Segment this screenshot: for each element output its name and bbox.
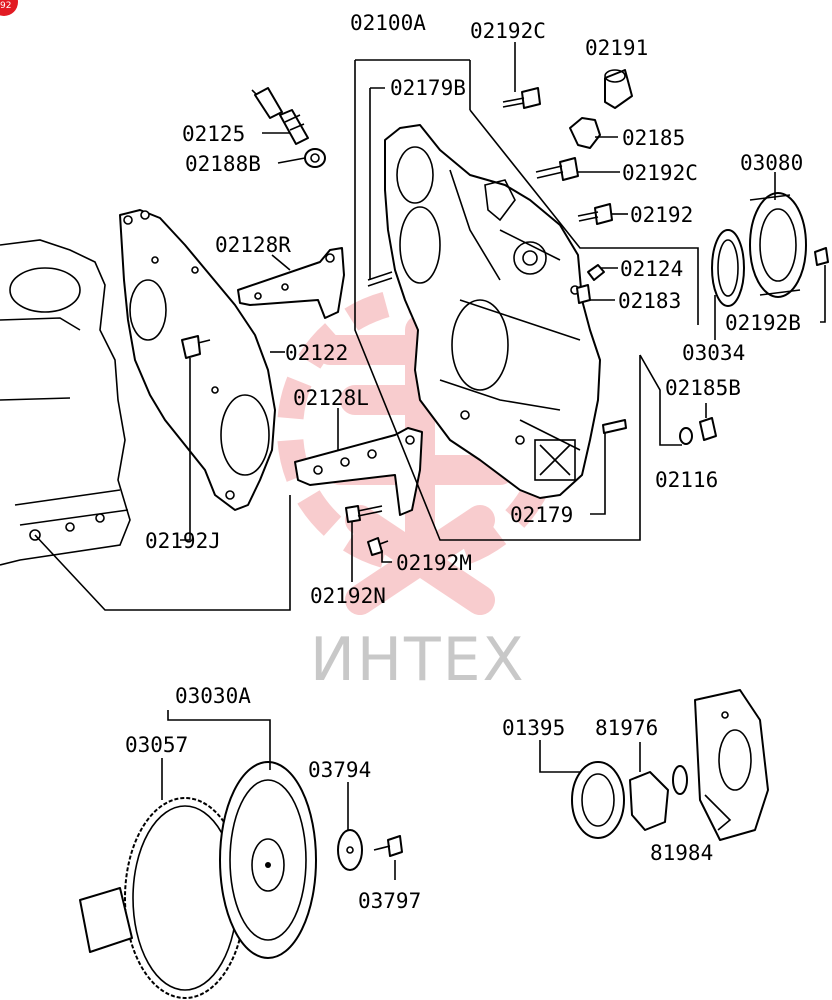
label-02192B: 02192B	[725, 311, 801, 335]
label-02128L: 02128L	[293, 386, 369, 410]
leader-lines	[34, 42, 826, 880]
label-02185: 02185	[622, 126, 685, 150]
label-02179B: 02179B	[390, 76, 466, 100]
label-02122: 02122	[285, 341, 348, 365]
bearing-01395	[571, 761, 625, 839]
label-03797: 03797	[358, 889, 421, 913]
bolt-02192J	[181, 335, 211, 359]
label-02192: 02192	[630, 203, 693, 227]
label-02185B: 02185B	[665, 376, 741, 400]
bolt-02192B	[814, 247, 829, 266]
corner-badge: 92	[0, 0, 18, 16]
flywheel-03030A	[219, 761, 317, 959]
bracket-02128R	[237, 247, 345, 319]
bushing-81976	[629, 771, 669, 831]
bolt-03797	[373, 835, 403, 857]
label-02192M: 02192M	[396, 551, 472, 575]
front-plate-02122	[119, 209, 276, 511]
label-03034: 03034	[682, 341, 745, 365]
plug-02191	[604, 69, 633, 109]
label-02116: 02116	[655, 468, 718, 492]
label-03794: 03794	[308, 758, 371, 782]
washer-02116	[679, 427, 693, 445]
cap-02185	[569, 117, 601, 149]
label-02191: 02191	[585, 36, 648, 60]
label-02179: 02179	[510, 503, 573, 527]
engine-block	[0, 239, 131, 566]
bolt-02192	[577, 203, 613, 225]
stud-02179	[602, 419, 627, 434]
bolt-02192C-top	[502, 87, 541, 109]
label-02125: 02125	[182, 122, 245, 146]
label-01395: 01395	[502, 716, 565, 740]
corner-badge-text: 92	[0, 1, 11, 11]
label-02183: 02183	[618, 289, 681, 313]
label-02188B: 02188B	[185, 152, 261, 176]
ring-81984	[672, 765, 688, 795]
sensor-02125	[251, 87, 309, 145]
stud-02179B	[367, 271, 393, 287]
label-02124: 02124	[620, 257, 683, 281]
label-03057: 03057	[125, 733, 188, 757]
label-03080: 03080	[740, 151, 803, 175]
plug-02185B	[699, 417, 717, 441]
label-02192C-mid: 02192C	[622, 161, 698, 185]
label-02192N: 02192N	[310, 584, 386, 608]
part-labels: 02100A 02192C 02191 02179B 02125 02188B …	[125, 11, 803, 913]
label-02100A: 02100A	[350, 11, 426, 35]
washer-02188B	[304, 148, 326, 168]
bolt-02192C-mid	[535, 157, 579, 181]
bracket-02128L	[294, 427, 423, 516]
label-02128R: 02128R	[215, 233, 291, 257]
label-81976: 81976	[595, 716, 658, 740]
label-81984: 81984	[650, 841, 713, 865]
bolt-02192N	[345, 505, 383, 523]
plug-02183	[576, 284, 591, 304]
housing-cover	[694, 689, 769, 841]
housing-02100A	[384, 124, 601, 499]
plate-03794	[337, 829, 363, 871]
seal-03080	[749, 192, 807, 298]
crankshaft	[79, 887, 133, 953]
label-02192J: 02192J	[145, 529, 221, 553]
label-02192C-top: 02192C	[470, 19, 546, 43]
label-03030A: 03030A	[175, 684, 251, 708]
ring-03034	[711, 229, 745, 307]
watermark-text: ИНТЕХ	[310, 625, 526, 695]
